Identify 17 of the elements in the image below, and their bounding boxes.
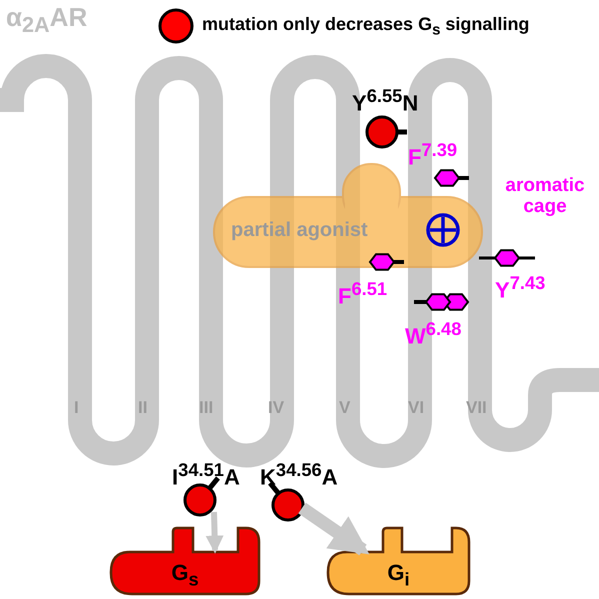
title: α$_{2A}$AR: [6, 2, 88, 38]
residue-label: W$^{6.48}$: [405, 317, 462, 348]
helix-label: IV: [268, 398, 284, 418]
g-protein-label: G$_{s}$: [170, 560, 200, 590]
residue-label: Y$^{7.43}$: [495, 271, 546, 302]
residue-label: F$^{7.39}$: [408, 138, 458, 170]
arrow: [298, 502, 370, 556]
g-protein-label: G$_{i}$: [386, 560, 411, 590]
residue-label: F$^{6.51}$: [338, 277, 388, 308]
residue-label: I$^{34.51}$A: [172, 458, 240, 490]
arrow: [206, 512, 224, 554]
legend-text: mutation only decreases G$_{s}$ signalling: [202, 14, 530, 39]
residue-label: Y$^{6.55}$N: [352, 84, 418, 116]
ligand-label: partial agonist: [231, 219, 368, 242]
helix-label: VII: [466, 398, 487, 418]
residue-label: K$^{34.56}$A: [260, 458, 338, 490]
annotation: aromatic cage: [504, 176, 586, 218]
